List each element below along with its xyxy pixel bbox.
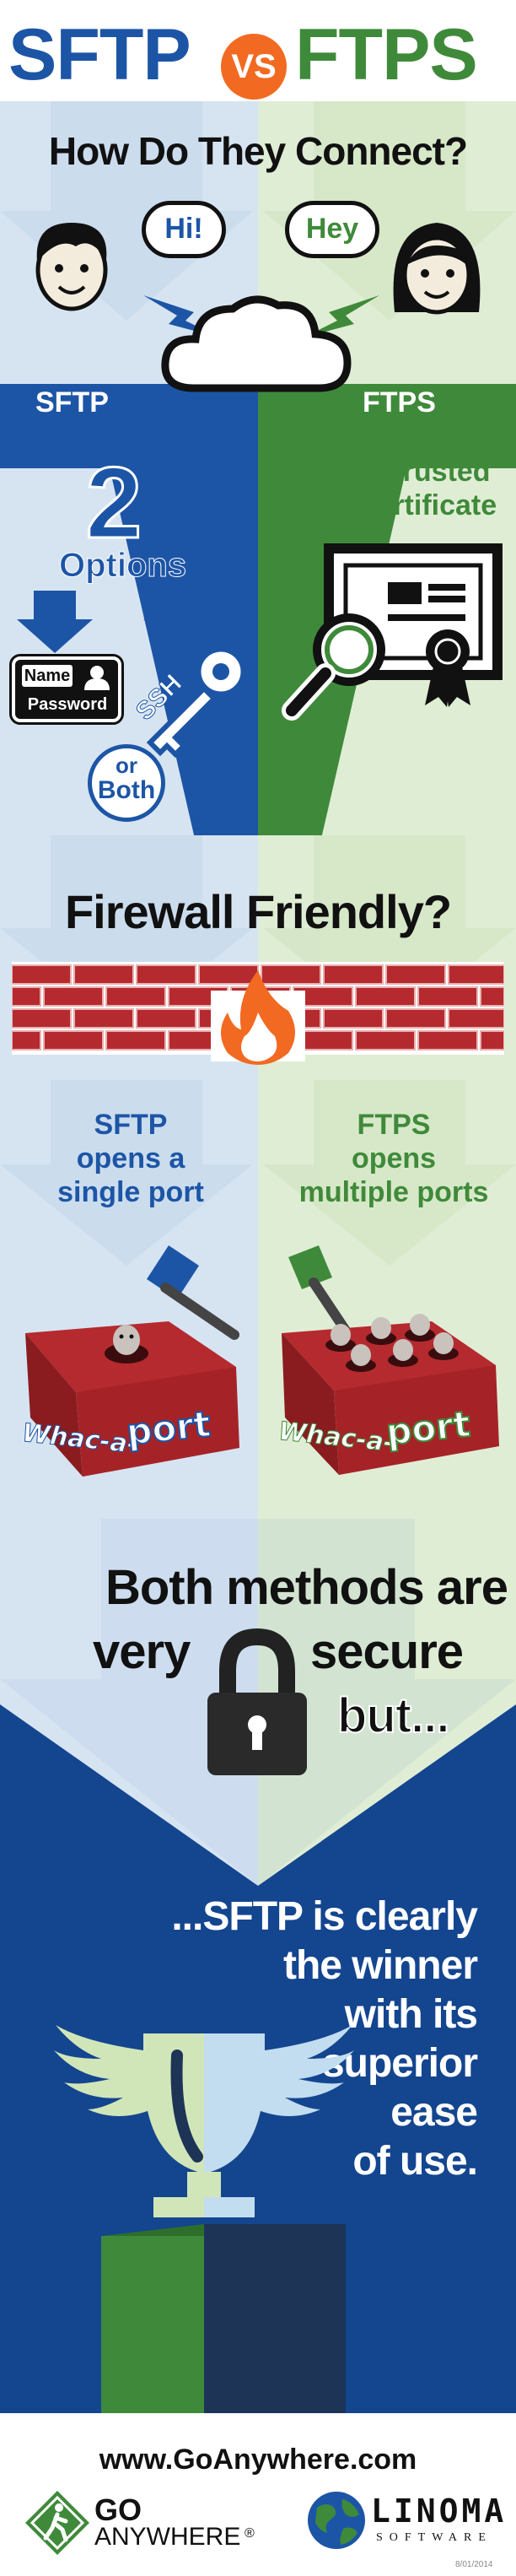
winner-line3: with its xyxy=(344,1992,478,2037)
winner-line1: ...SFTP is clearly xyxy=(171,1894,478,1939)
winner-line5: ease xyxy=(390,2090,478,2135)
cloud-icon xyxy=(161,295,352,392)
firewall-title: Firewall Friendly? xyxy=(64,885,452,938)
footer-date: 8/01/2014 xyxy=(455,2560,493,2569)
trophy-icon xyxy=(54,2025,354,2413)
brand-anywhere: ANYWHERE xyxy=(94,2523,241,2551)
firewall-sftp-line2: opens a xyxy=(76,1142,185,1175)
or-both-badge xyxy=(88,744,165,822)
whac-a-port-single-word2: port xyxy=(124,1402,213,1454)
walking-man-icon xyxy=(25,2491,89,2555)
whac-a-port-multiple-box xyxy=(282,1245,499,1475)
speech-bubble-left xyxy=(142,201,226,258)
winner-line6: of use. xyxy=(352,2139,478,2184)
magnifier-icon xyxy=(282,613,385,721)
person-female-icon xyxy=(393,223,481,315)
ftps-option-title: FTPS xyxy=(363,386,436,419)
header-ftps-title: FTPS xyxy=(295,14,478,95)
firewall-ftps-line3: multiple ports xyxy=(298,1176,489,1208)
both-text: Both xyxy=(97,776,156,804)
secure-line3: but... xyxy=(336,1688,451,1744)
login-password-label: Password xyxy=(27,695,108,714)
sftp-option-count: 2 xyxy=(84,446,143,559)
ribbon-seal-icon xyxy=(425,629,470,707)
secure-line1: Both methods are xyxy=(105,1560,508,1615)
secure-line2-secure: secure xyxy=(310,1624,464,1679)
firewall-ftps-line1: FTPS xyxy=(357,1109,431,1141)
flame-icon xyxy=(211,970,305,1065)
globe-icon xyxy=(308,2492,365,2549)
user-silhouette-icon xyxy=(84,666,110,690)
option-arrows xyxy=(17,591,219,653)
header-sftp-title: SFTP xyxy=(8,14,191,95)
winner-line2: the winner xyxy=(282,1943,478,1988)
brand-linoma: LINOMA xyxy=(371,2492,508,2530)
connection-lightning-icon xyxy=(143,295,379,338)
whac-a-port-multiple-word2: port xyxy=(384,1402,473,1454)
sftp-offers-text: Offers xyxy=(51,424,141,458)
ftps-text-line3: Certificate xyxy=(356,489,497,521)
ftps-text-line1: Relies on xyxy=(363,422,491,454)
brand-go: GO xyxy=(94,2492,142,2527)
speech-bubble-right xyxy=(285,201,379,258)
firewall-ftps-line2: opens xyxy=(351,1142,437,1175)
brand-software: SOFTWARE xyxy=(376,2531,492,2544)
login-name-label: Name xyxy=(22,665,73,687)
firewall-sftp-line3: single port xyxy=(57,1176,204,1208)
key-icon xyxy=(146,644,249,759)
brand-registered-mark: ® xyxy=(245,2526,255,2541)
ftps-text-line2: a Trusted xyxy=(363,456,491,488)
firewall-sftp-line1: SFTP xyxy=(94,1109,168,1141)
footer-url[interactable]: www.GoAnywhere.com xyxy=(99,2444,417,2476)
vs-badge: VS xyxy=(221,34,287,100)
whac-a-port-single-box xyxy=(25,1245,239,1477)
person-male-icon xyxy=(35,223,108,311)
speech-bubble-right-text: Hey xyxy=(305,213,359,245)
or-text: or xyxy=(116,753,137,778)
speech-bubble-left-text: Hi! xyxy=(164,213,203,245)
sftp-options-text: Options xyxy=(58,547,187,585)
winner-line4: superior xyxy=(321,2041,478,2086)
connect-title: How Do They Connect? xyxy=(48,129,468,173)
secure-line2-very: very xyxy=(93,1624,191,1679)
sftp-option-title: SFTP xyxy=(35,386,109,419)
padlock-icon xyxy=(207,1628,307,1775)
